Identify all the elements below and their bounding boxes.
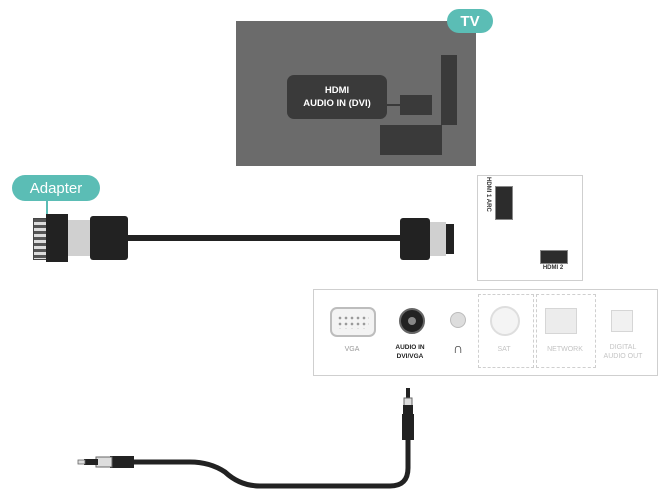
digital-audio-out-port	[611, 310, 633, 332]
digital-label-line2: AUDIO OUT	[603, 353, 643, 360]
hdmi2-port	[540, 250, 568, 264]
hdmi-port-panel	[477, 175, 583, 281]
tv-label-line1: HDMI	[324, 85, 350, 96]
audio-cable-line	[129, 437, 411, 489]
cable-plug-left	[68, 220, 90, 256]
dvi-adapter-body	[46, 214, 68, 262]
hdmi-plug-tip	[446, 224, 454, 254]
audio-plug-left	[77, 456, 134, 468]
tv-hdmi-audio-label: HDMI AUDIO IN (DVI)	[287, 75, 387, 119]
hdmi1-port	[495, 186, 513, 220]
tv-port-wide	[380, 125, 442, 155]
audio-in-label-line1: AUDIO IN	[395, 344, 425, 351]
network-label: NETWORK	[547, 346, 583, 353]
cable-plug-right	[430, 222, 446, 256]
hdmi-cable	[128, 235, 400, 241]
network-port	[545, 308, 577, 334]
hdmi1-arc-label: HDMI 1 ARC	[485, 177, 491, 212]
adapter-badge: Adapter	[12, 175, 100, 201]
sat-label: SAT	[497, 346, 511, 353]
adapter-pointer	[46, 201, 48, 215]
tv-port-small	[400, 95, 432, 115]
cable-boot-left	[90, 216, 128, 260]
tv-badge: TV	[447, 9, 493, 33]
headphone-port	[450, 312, 466, 328]
audio-in-port	[399, 308, 425, 334]
sat-port	[490, 306, 520, 336]
audio-in-label: AUDIO IN DVI/VGA	[386, 343, 434, 361]
digital-audio-out-label: DIGITAL AUDIO OUT	[595, 343, 651, 361]
sat-frame	[478, 294, 534, 368]
headphone-icon: ∩	[452, 340, 464, 356]
network-frame	[536, 294, 596, 368]
audio-in-label-line2: DVI/VGA	[396, 353, 424, 360]
vga-port	[330, 307, 376, 337]
hdmi2-label: HDMI 2	[542, 265, 564, 271]
tv-port-connector-line	[387, 104, 401, 106]
cable-boot-right	[400, 218, 430, 260]
digital-label-line1: DIGITAL	[609, 344, 637, 351]
vga-label: VGA	[344, 346, 360, 353]
tv-label-line2: AUDIO IN (DVI)	[303, 98, 371, 109]
audio-plug-top	[402, 388, 414, 440]
tv-port-vertical	[441, 55, 457, 125]
